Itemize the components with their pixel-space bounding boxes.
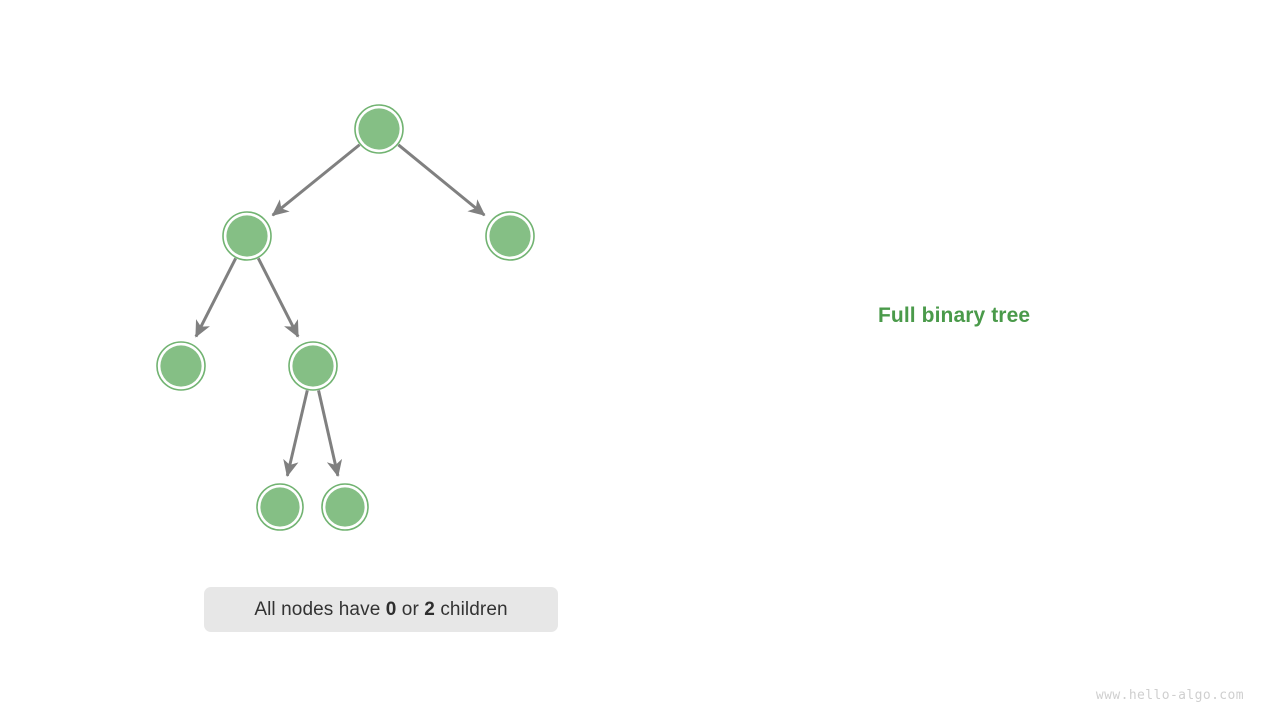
tree-edge bbox=[194, 257, 238, 338]
caption-bold-zero: 0 bbox=[385, 598, 397, 620]
node-inner-ring bbox=[487, 213, 533, 259]
node-inner-ring bbox=[290, 343, 336, 389]
node-outer-ring bbox=[256, 483, 304, 531]
node-inner-ring bbox=[323, 485, 367, 529]
node-outer-ring bbox=[485, 211, 535, 261]
node-disc bbox=[292, 345, 334, 387]
tree-node bbox=[222, 211, 272, 261]
caption-prefix: All nodes have bbox=[254, 598, 386, 620]
node-disc bbox=[160, 345, 202, 387]
edges-layer bbox=[194, 143, 486, 478]
tree-node bbox=[485, 211, 535, 261]
nodes-layer bbox=[156, 104, 535, 531]
node-outer-ring bbox=[354, 104, 404, 154]
tree-edge bbox=[317, 390, 343, 477]
watermark: www.hello-algo.com bbox=[1095, 688, 1244, 703]
caption-badge: All nodes have 0 or 2 children bbox=[204, 587, 558, 632]
node-inner-ring bbox=[158, 343, 204, 389]
tree-node bbox=[156, 341, 206, 391]
node-inner-ring bbox=[356, 106, 402, 152]
diagram-title: Full binary tree bbox=[878, 304, 1031, 327]
tree-node bbox=[288, 341, 338, 391]
node-outer-ring bbox=[288, 341, 338, 391]
caption-bold-two: 2 bbox=[424, 598, 435, 620]
node-disc bbox=[358, 108, 400, 150]
caption-text: All nodes have 0 or 2 children bbox=[254, 599, 507, 621]
node-inner-ring bbox=[224, 213, 270, 259]
node-disc bbox=[325, 487, 365, 527]
node-outer-ring bbox=[222, 211, 272, 261]
node-outer-ring bbox=[321, 483, 369, 531]
node-disc bbox=[489, 215, 531, 257]
caption-middle: or bbox=[396, 598, 425, 620]
node-inner-ring bbox=[258, 485, 302, 529]
tree-edge bbox=[283, 390, 309, 478]
caption-suffix: children bbox=[434, 598, 508, 620]
tree-node bbox=[321, 483, 369, 531]
node-disc bbox=[260, 487, 300, 527]
tree-edge bbox=[271, 143, 361, 217]
tree-edge bbox=[256, 257, 300, 338]
tree-node bbox=[256, 483, 304, 531]
node-outer-ring bbox=[156, 341, 206, 391]
tree-node bbox=[354, 104, 404, 154]
node-disc bbox=[226, 215, 268, 257]
tree-edge bbox=[397, 143, 486, 217]
